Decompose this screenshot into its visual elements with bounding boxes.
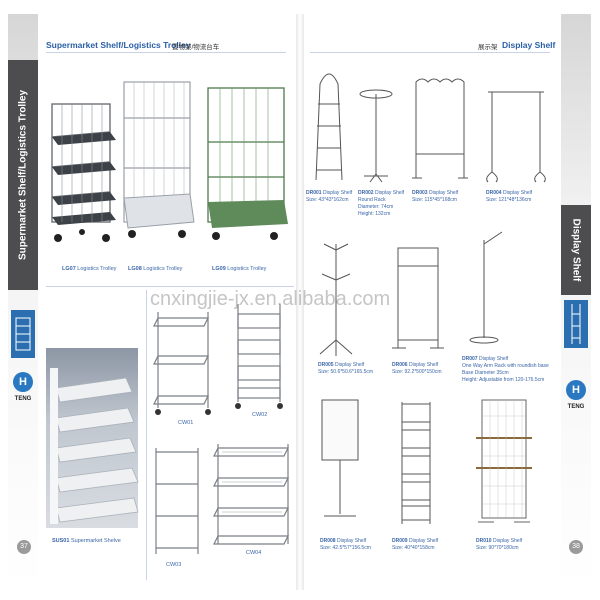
right-page-title: Display Shelf [502, 40, 556, 50]
dr010-grid-panel-image [476, 399, 532, 523]
logo-mark-icon: H [566, 380, 586, 400]
left-brand-logo: H TENG [10, 372, 36, 412]
left-side-tab-label: Supermarket Shelf/Logistics Trolley [17, 89, 29, 261]
dr002-round-rack-image [359, 89, 393, 183]
left-tab-thumbnail [11, 310, 35, 358]
watermark-text: cnxingjie-jx.en.alibaba.com [150, 288, 391, 310]
left-column-divider [146, 290, 147, 580]
dr007-caption: DR007 Display Shelf One Way Arm Rack wit… [462, 356, 549, 383]
lg09-caption: LG09 Logistics Trolley [212, 266, 267, 272]
right-tab-thumbnail [564, 300, 588, 348]
cw02-basket-cart-image [235, 304, 283, 409]
dr006-display-stand-image [392, 247, 444, 349]
dr004-garment-rack-image [486, 91, 546, 183]
right-page-title-cn: 展示架 [478, 44, 498, 51]
dr003-caption: DR003 Display Shelf Size: 115*45*168cm [412, 190, 459, 203]
cw01-wire-shelf-image [153, 312, 211, 415]
dr009-tower-shelf-image [401, 402, 431, 524]
lg07-trolley-image [51, 103, 116, 242]
cw03-caption: CW03 [166, 562, 182, 568]
dr002-caption: DR002 Display Shelf Round Rack Diameter:… [358, 190, 405, 217]
sus01-caption: SUS01 Supermarket Shelve [52, 538, 121, 544]
dr009-caption: DR009 Display Shelf Size: 40*40*158cm [392, 538, 439, 551]
right-side-tab-label: Display Shelf [570, 218, 582, 282]
lg08-caption: LG08 Logistics Trolley [128, 266, 183, 272]
dr005-display-stand-image [319, 243, 353, 356]
right-brand-logo: H TENG [563, 380, 589, 420]
left-page-title-cn: 置物架/物流台车 [172, 44, 220, 51]
dr008-caption: DR008 Display Shelf Size: 42.5*57*156.5c… [320, 538, 371, 551]
cw02-caption: CW02 [252, 412, 268, 418]
lg08-trolley-image [123, 81, 195, 238]
dr003-garment-rack-image [412, 78, 468, 179]
right-side-tab [561, 205, 591, 295]
left-section-divider [46, 286, 294, 287]
book-spine [296, 14, 304, 590]
left-side-tab [8, 60, 38, 290]
left-title-rule [46, 52, 286, 53]
lg07-caption: LG07 Logistics Trolley [62, 266, 117, 272]
right-page-number: 38 [569, 540, 583, 554]
sus01-shelf-photo [46, 348, 139, 528]
cw03-wire-shelf-image [155, 448, 199, 554]
lg09-trolley-image [207, 87, 288, 240]
cw04-caption: CW04 [246, 550, 262, 556]
dr001-caption: DR001 Display Shelf Size: 43*43*162cm [306, 190, 353, 203]
dr008-sign-stand-image [321, 399, 359, 517]
dr010-caption: DR010 Display Shelf Size: 90*70*180cm [476, 538, 523, 551]
right-title-rule [310, 52, 550, 53]
dr006-caption: DR006 Display Shelf Size: 92.2*500*150cm [392, 362, 442, 375]
dr004-caption: DR004 Display Shelf Size: 121*48*136cm [486, 190, 533, 203]
dr007-arm-rack-image [469, 231, 503, 344]
left-page-title: Supermarket Shelf/Logistics Trolley [46, 40, 191, 50]
cw04-wire-shelf-image [213, 444, 289, 545]
left-page-number: 37 [17, 540, 31, 554]
dr001-display-shelf-image [315, 73, 343, 181]
dr005-caption: DR005 Display Shelf Size: 50.6*50.6*165.… [318, 362, 374, 375]
logo-mark-icon: H [13, 372, 33, 392]
cw01-caption: CW01 [178, 420, 194, 426]
